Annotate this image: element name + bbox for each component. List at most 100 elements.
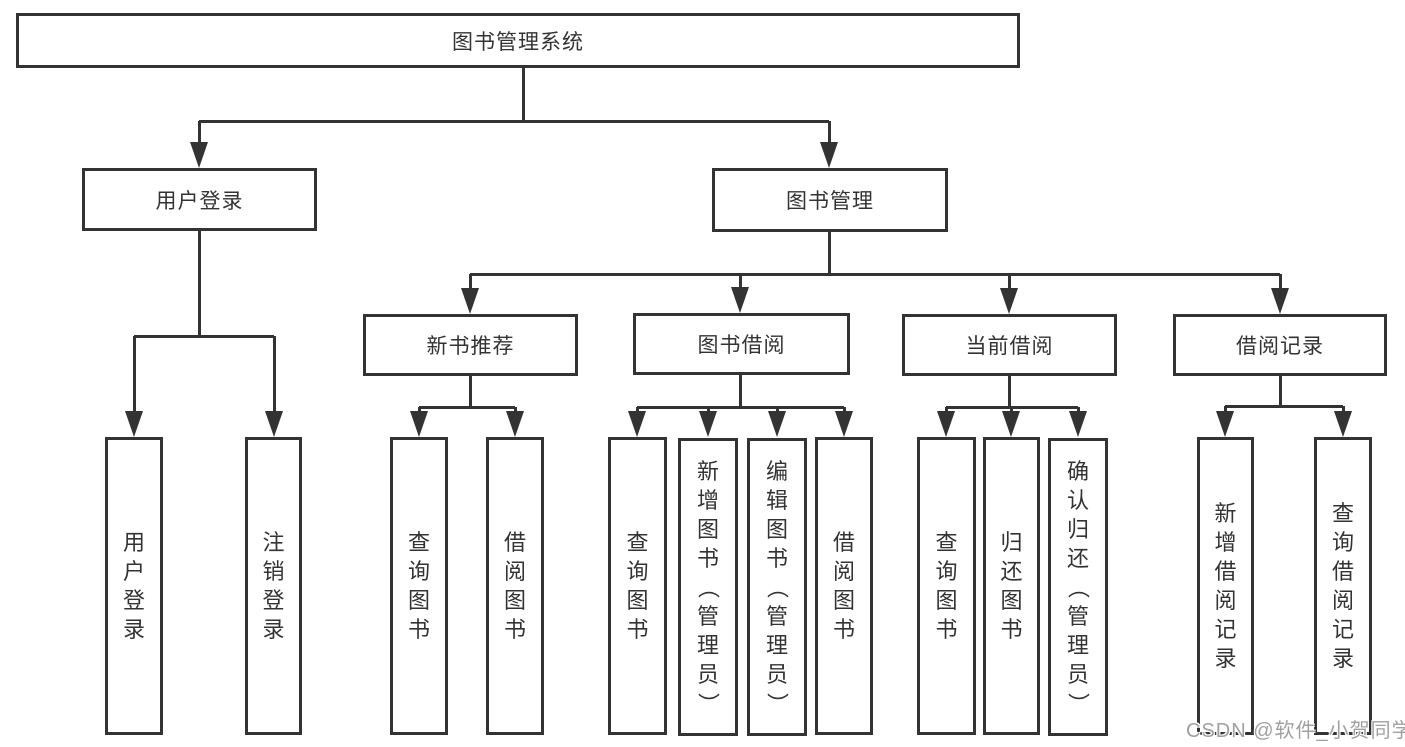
vertical-char: 录 bbox=[1331, 646, 1354, 671]
arrow-head-icon bbox=[1002, 411, 1020, 437]
vertical-char: 员 bbox=[696, 661, 719, 687]
vertical-char: 还 bbox=[1000, 559, 1023, 584]
vertical-char: 书 bbox=[626, 617, 649, 642]
connector-line bbox=[469, 376, 472, 407]
vertical-char: 管 bbox=[1066, 603, 1089, 629]
vertical-char: 借 bbox=[832, 530, 855, 555]
vertical-char: 理 bbox=[696, 632, 719, 658]
arrow-head-icon bbox=[190, 142, 208, 168]
vertical-char: 借 bbox=[503, 530, 526, 555]
vertical-char: 录 bbox=[262, 617, 285, 642]
vertical-char: 借 bbox=[1331, 559, 1354, 584]
vertical-char: 阅 bbox=[1331, 588, 1354, 613]
vertical-char: 新 bbox=[696, 458, 719, 484]
node-user-login-label: 用户登录 bbox=[155, 189, 244, 213]
connector-line bbox=[134, 335, 274, 338]
node-borrow-records-label: 借阅记录 bbox=[1236, 335, 1324, 358]
connector-line bbox=[469, 274, 472, 301]
arrow-head-icon bbox=[410, 411, 428, 437]
connector-line bbox=[470, 273, 1280, 276]
vertical-char: 询 bbox=[1331, 530, 1354, 555]
leaf-user-login: 用户登录 bbox=[105, 437, 163, 735]
vertical-char: 查 bbox=[407, 530, 430, 555]
connector-line bbox=[198, 231, 201, 336]
vertical-char: 书 bbox=[503, 617, 526, 642]
vertical-char: 归 bbox=[1000, 530, 1023, 555]
arrow-head-icon bbox=[768, 411, 786, 437]
vertical-char: 新 bbox=[1214, 501, 1237, 526]
vertical-char: 用 bbox=[122, 530, 145, 555]
connector-line bbox=[946, 406, 1078, 409]
vertical-char: 管 bbox=[696, 603, 719, 629]
vertical-char: 录 bbox=[122, 617, 145, 642]
node-borrow-records: 借阅记录 bbox=[1173, 314, 1387, 376]
vertical-char: 认 bbox=[1066, 487, 1089, 513]
arrow-head-icon bbox=[1334, 411, 1352, 437]
vertical-char: 图 bbox=[626, 588, 649, 613]
vertical-char: 书 bbox=[696, 545, 719, 571]
connector-line bbox=[273, 336, 276, 424]
vertical-char: ） bbox=[1065, 691, 1091, 714]
vertical-char: 书 bbox=[935, 617, 958, 642]
connector-line bbox=[1008, 274, 1011, 301]
vertical-char: 图 bbox=[503, 588, 526, 613]
connector-line bbox=[1225, 405, 1343, 408]
node-new-book-recommend: 新书推荐 bbox=[363, 314, 578, 376]
connector-line bbox=[1279, 376, 1282, 406]
connector-line bbox=[739, 375, 742, 407]
vertical-char: 询 bbox=[407, 559, 430, 584]
connector-line bbox=[828, 121, 831, 155]
vertical-char: 查 bbox=[626, 530, 649, 555]
vertical-char: 登 bbox=[262, 588, 285, 613]
node-user-login: 用户登录 bbox=[82, 168, 317, 231]
arrow-head-icon bbox=[125, 411, 143, 437]
vertical-char: 书 bbox=[407, 617, 430, 642]
vertical-char: 确 bbox=[1066, 458, 1089, 484]
node-current-borrow-label: 当前借阅 bbox=[965, 335, 1054, 358]
vertical-char: 记 bbox=[1214, 617, 1237, 642]
vertical-char: 户 bbox=[122, 559, 145, 584]
vertical-char: 图 bbox=[1000, 588, 1023, 613]
vertical-char: 图 bbox=[935, 588, 958, 613]
vertical-char: 管 bbox=[765, 603, 788, 629]
leaf-query-borrow-record: 查询借阅记录 bbox=[1314, 437, 1372, 735]
vertical-char: 询 bbox=[935, 559, 958, 584]
vertical-char: 注 bbox=[262, 530, 285, 555]
vertical-char: 书 bbox=[765, 545, 788, 571]
leaf-edit-books-admin: 编辑图书（管理员） bbox=[747, 438, 807, 736]
node-new-book-recommend-label: 新书推荐 bbox=[426, 335, 515, 358]
leaf-add-books-admin: 新增图书（管理员） bbox=[678, 438, 738, 736]
arrow-head-icon bbox=[699, 411, 717, 437]
connector-line bbox=[637, 406, 844, 409]
vertical-char: （ bbox=[764, 575, 790, 598]
leaf-query-books-current: 查询图书 bbox=[917, 437, 976, 735]
vertical-char: 理 bbox=[1066, 632, 1089, 658]
leaf-return-books: 归还图书 bbox=[983, 437, 1040, 735]
arrow-head-icon bbox=[265, 411, 283, 437]
arrow-head-icon bbox=[1069, 411, 1087, 437]
vertical-char: 借 bbox=[1214, 559, 1237, 584]
vertical-char: 阅 bbox=[503, 559, 526, 584]
vertical-char: ） bbox=[764, 691, 790, 714]
vertical-char: 书 bbox=[832, 617, 855, 642]
arrow-head-icon bbox=[835, 411, 853, 437]
node-book-management-label: 图书管理 bbox=[786, 190, 874, 213]
node-book-management: 图书管理 bbox=[712, 168, 948, 232]
vertical-char: 图 bbox=[407, 588, 430, 613]
node-root: 图书管理系统 bbox=[16, 13, 1020, 68]
vertical-char: （ bbox=[695, 575, 721, 598]
vertical-char: 查 bbox=[935, 530, 958, 555]
vertical-char: 员 bbox=[765, 661, 788, 687]
vertical-char: 增 bbox=[1214, 530, 1237, 555]
arrow-head-icon bbox=[461, 288, 479, 314]
vertical-char: 图 bbox=[696, 516, 719, 542]
csdn-watermark: CSDN @软件_小贺同学 bbox=[1186, 720, 1405, 742]
connector-line bbox=[522, 68, 525, 121]
vertical-char: 增 bbox=[696, 487, 719, 513]
vertical-char: 录 bbox=[1214, 646, 1237, 671]
vertical-char: 销 bbox=[262, 559, 285, 584]
leaf-logout: 注销登录 bbox=[245, 437, 302, 735]
vertical-char: 阅 bbox=[1214, 588, 1237, 613]
connector-line bbox=[419, 406, 515, 409]
